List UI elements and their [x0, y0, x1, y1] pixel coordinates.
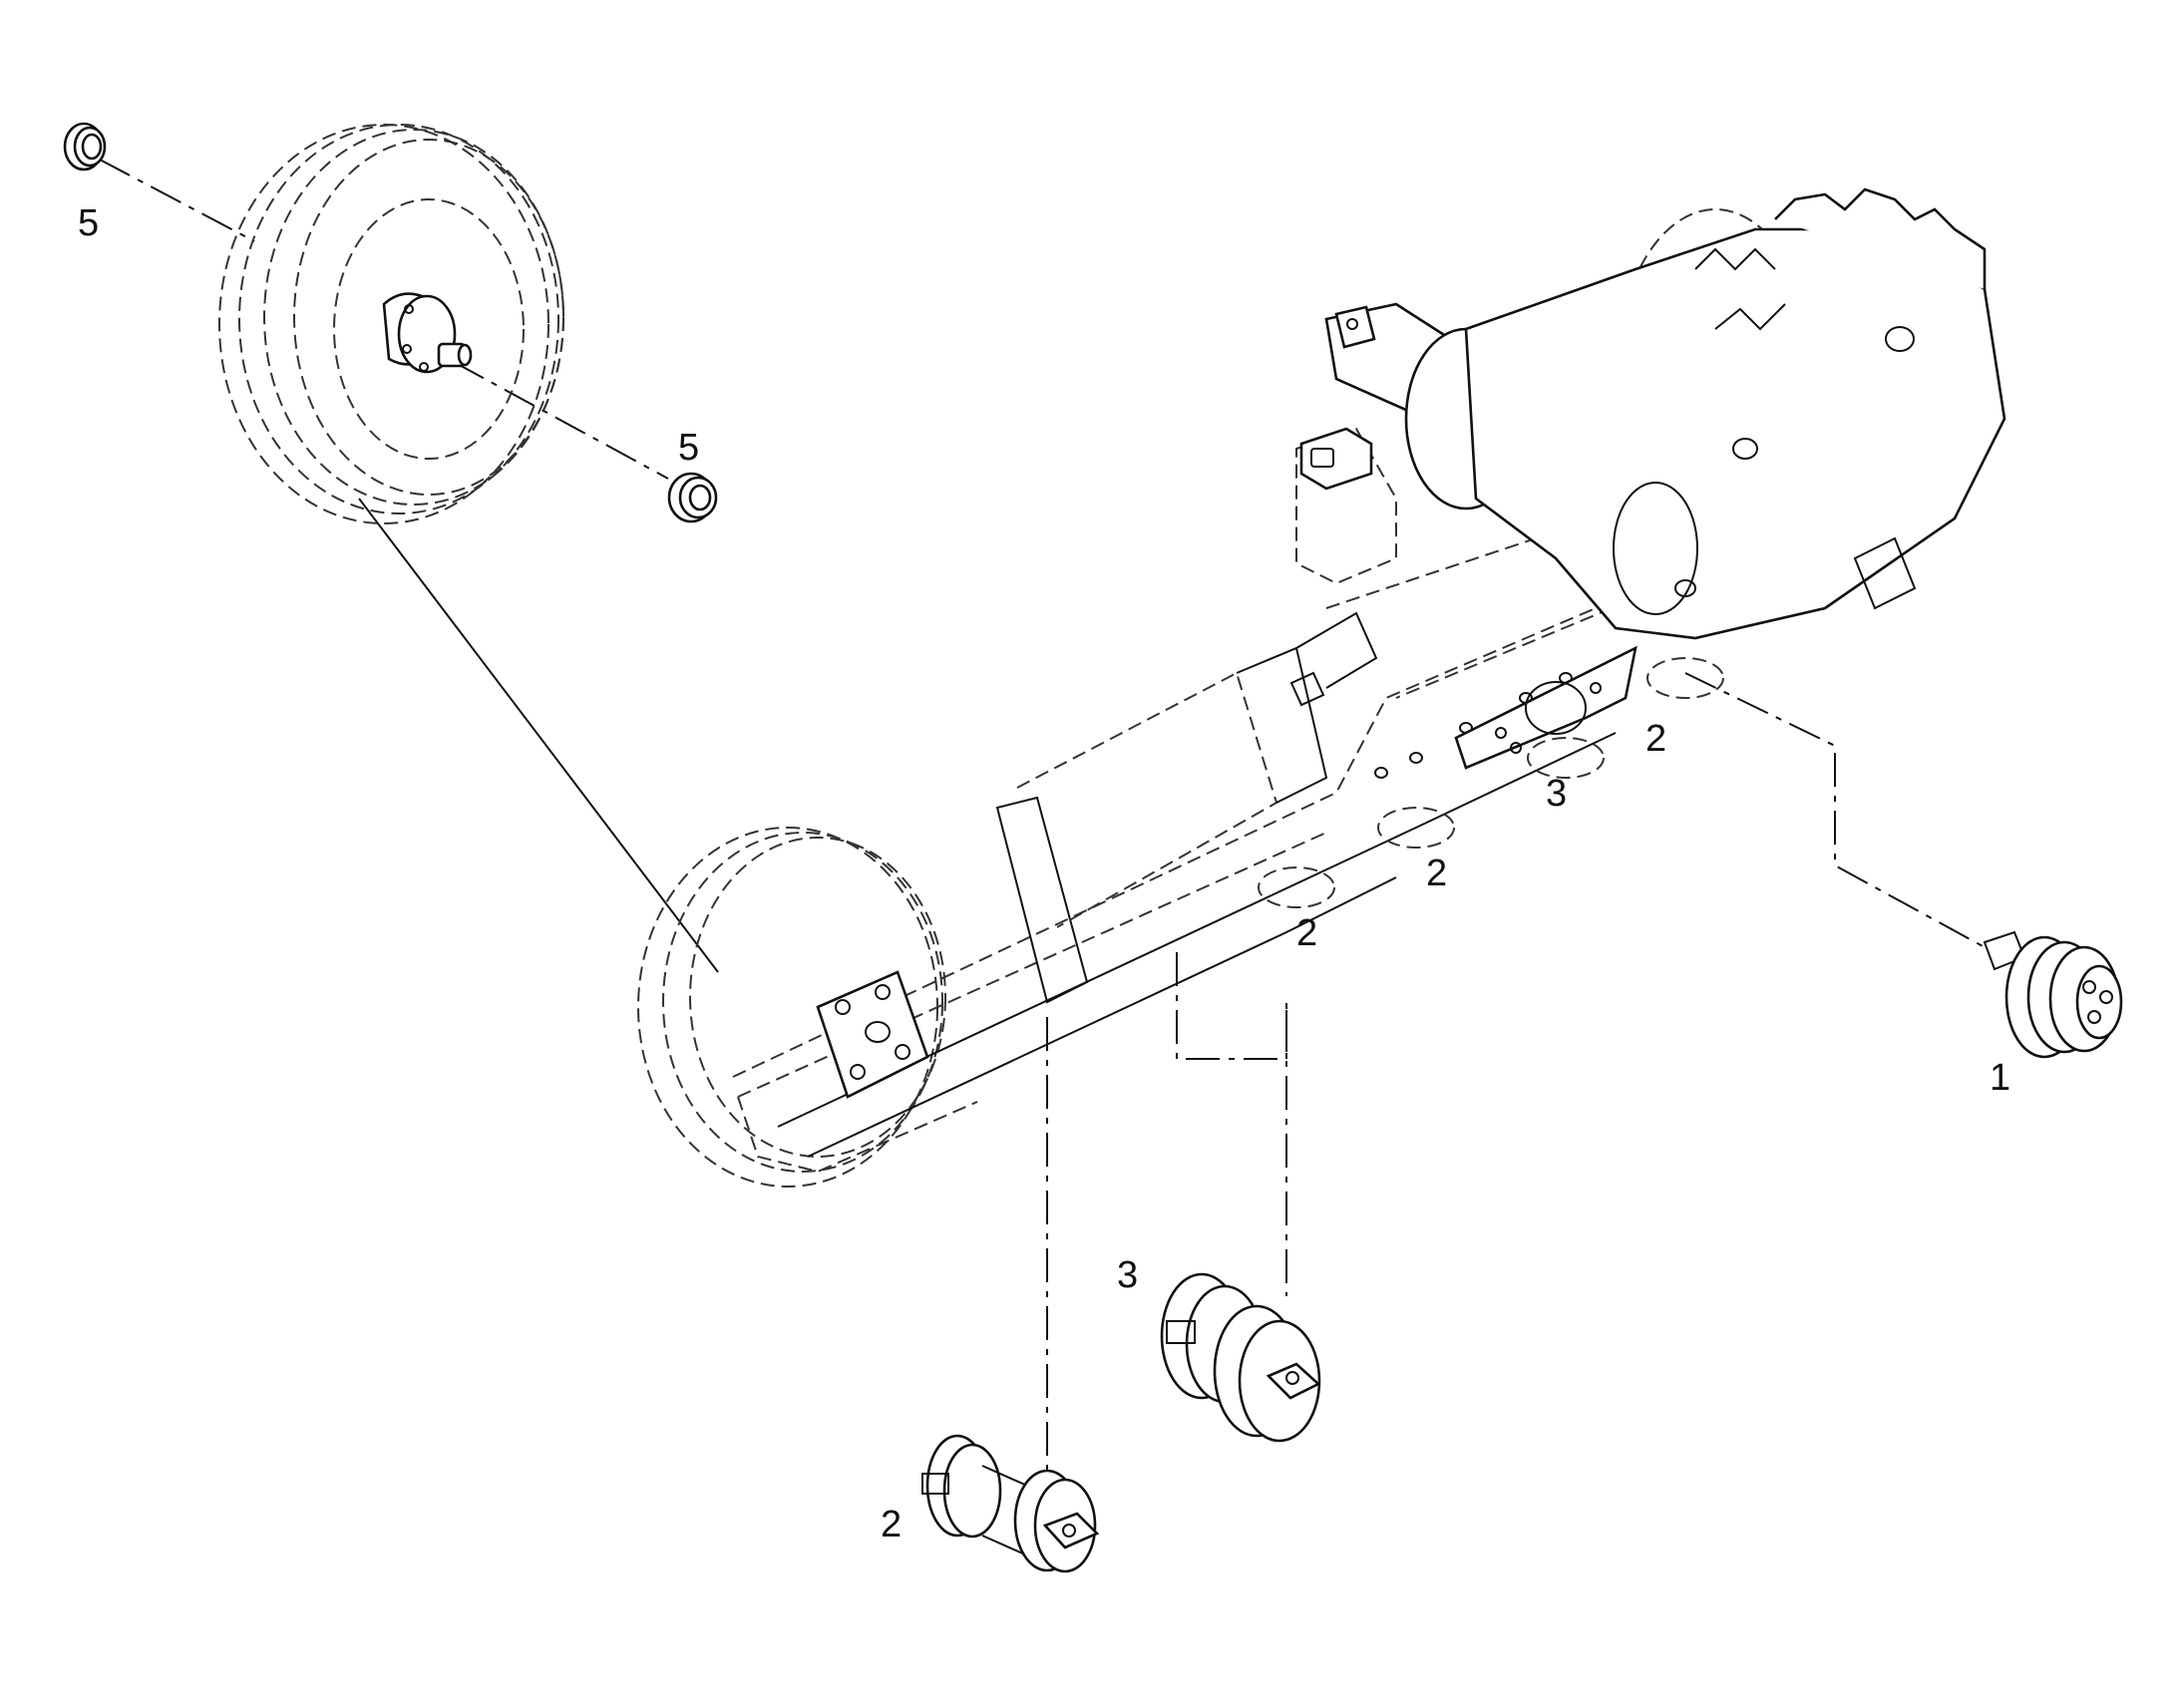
idler-hub	[382, 292, 473, 374]
callout-drive-roller: 1	[1990, 1057, 2011, 1099]
callout-exploded-single-roller: 2	[881, 1504, 903, 1545]
roller-item-1	[1983, 930, 2123, 1059]
final-drive	[1324, 187, 2006, 640]
track-frame	[637, 427, 1724, 1188]
roller-item-3	[1160, 1272, 1321, 1443]
callout-seal-mid: 5	[678, 427, 700, 469]
callout-carrier-roller-rear: 2	[1645, 718, 1667, 760]
callout-carrier-roller-front: 2	[1296, 912, 1318, 954]
callout-double-flange-on-frame: 3	[1546, 773, 1568, 815]
callout-carrier-roller-mid: 2	[1426, 853, 1448, 894]
seal-mid	[667, 472, 718, 523]
assembly-lines	[99, 159, 1986, 1521]
roller-item-2	[921, 1434, 1100, 1573]
front-idler-wheel	[218, 124, 564, 524]
seal-top	[63, 122, 107, 171]
callout-seal-top: 5	[78, 202, 100, 244]
callout-exploded-double-roller: 3	[1117, 1254, 1139, 1296]
